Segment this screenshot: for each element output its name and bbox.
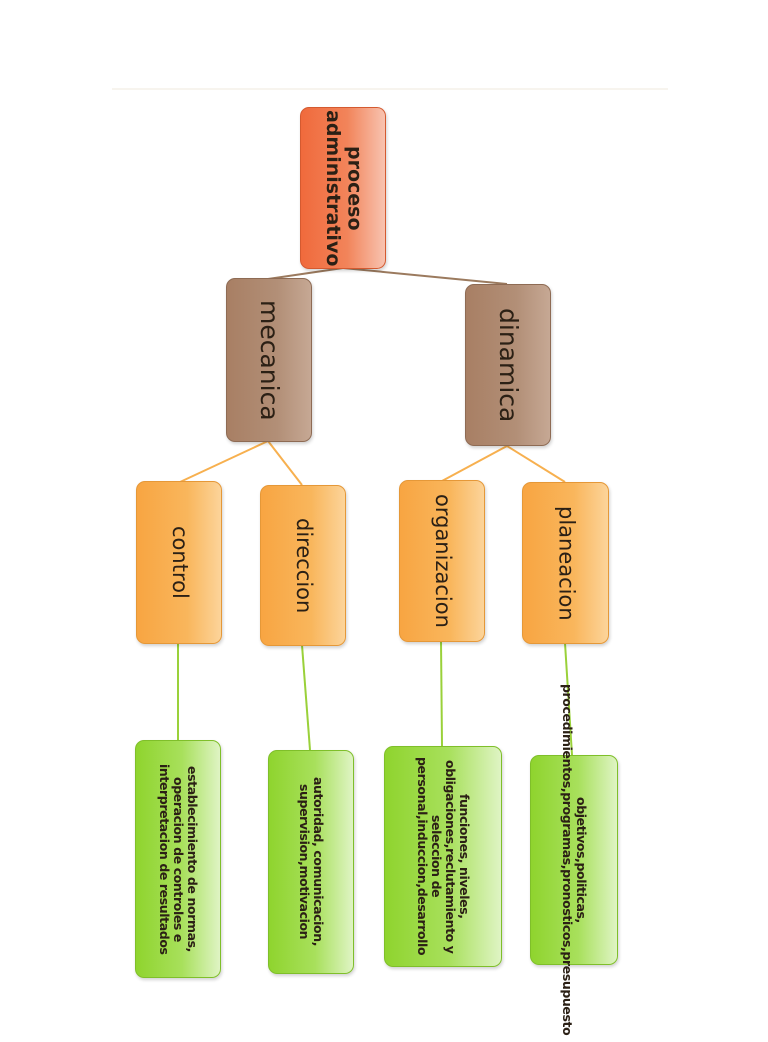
link-planeacion-detail	[564, 642, 573, 756]
detail-text: objetivos,politicas, procedimientos,prog…	[560, 684, 589, 1036]
category-node-control: control	[136, 481, 222, 644]
category-label: direccion	[291, 517, 316, 614]
detail-node-organizacion: funciones, niveles, obligaciones,recluta…	[384, 746, 502, 967]
category-node-direccion: direccion	[260, 485, 346, 646]
link-mecanica-control	[179, 440, 269, 483]
detail-text: autoridad, comunicacion, supervision,mot…	[297, 777, 326, 947]
root-label: proceso administrativo	[322, 109, 366, 267]
branch-label: mecanica	[255, 299, 284, 421]
link-dinamica-planeacion	[506, 445, 566, 483]
category-node-organizacion: organizacion	[399, 480, 485, 642]
link-direccion-detail	[301, 644, 311, 751]
detail-node-direccion: autoridad, comunicacion, supervision,mot…	[268, 750, 354, 974]
link-root-dinamica	[342, 267, 508, 285]
detail-text: funciones, niveles, obligaciones,recluta…	[415, 757, 472, 956]
link-dinamica-organizacion	[441, 445, 508, 482]
detail-text: establecimiento de normas, operacion de …	[157, 763, 200, 955]
top-divider	[112, 88, 668, 90]
branch-label: dinamica	[494, 307, 523, 423]
branch-node-dinamica: dinamica	[465, 284, 551, 446]
category-label: control	[167, 526, 192, 599]
root-node: proceso administrativo	[300, 107, 386, 269]
category-label: planeacion	[554, 505, 579, 621]
category-node-planeacion: planeacion	[522, 482, 609, 644]
link-mecanica-direccion	[267, 440, 303, 486]
detail-node-planeacion: objetivos,politicas, procedimientos,prog…	[530, 684, 618, 1036]
link-organizacion-detail	[440, 640, 443, 747]
category-label: organizacion	[430, 494, 455, 628]
detail-node-control: establecimiento de normas, operacion de …	[135, 740, 221, 978]
link-root-mecanica	[267, 267, 344, 280]
branch-node-mecanica: mecanica	[226, 278, 312, 442]
